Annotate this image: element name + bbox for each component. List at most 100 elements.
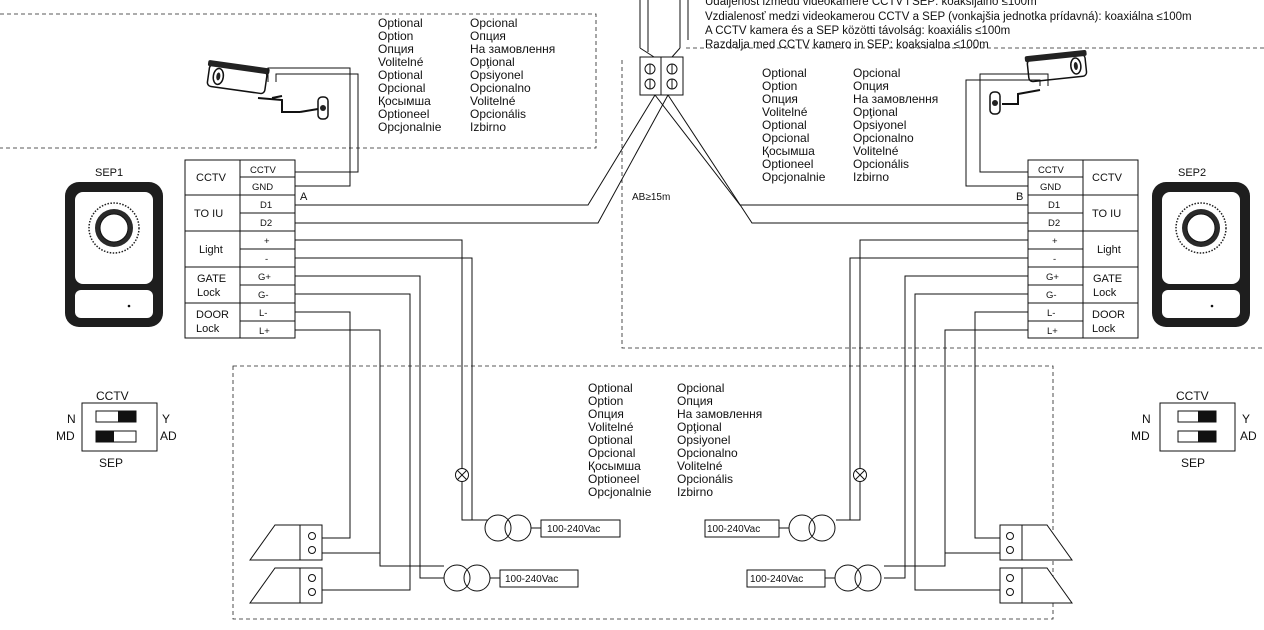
dip-left-footer: SEP (99, 456, 123, 470)
opt-r1-2: Опция (762, 92, 798, 106)
dip-right-y: Y (1242, 412, 1250, 426)
opt-b1-4: Optional (588, 433, 633, 447)
opt-l2-2: На замовлення (470, 42, 555, 56)
optional-col1-left: Optional Option Опция Volitelné Optional… (378, 16, 442, 134)
opt-l2-8: Izbirno (470, 120, 506, 134)
sep2-group-gate-lock: Lock (1093, 287, 1117, 299)
opt-r1-4: Optional (762, 118, 807, 132)
opt-r2-4: Opsiyonel (853, 118, 906, 132)
power-label-right-upper: 100-240Vac (707, 524, 760, 535)
optional-zone-right-camera (621, 60, 1264, 349)
sep1-label: SEP1 (95, 167, 123, 179)
dip-right-footer: SEP (1181, 456, 1205, 470)
sep2-group-door: DOOR (1092, 309, 1125, 321)
sep1-term-g-minus: G- (258, 290, 269, 301)
dip-right-title: CCTV (1176, 389, 1209, 403)
opt-b2-5: Opcionalno (677, 446, 738, 460)
opt-b1-2: Опция (588, 407, 624, 421)
transformer-lock-right: 100-240Vac (746, 564, 882, 592)
opt-l1-5: Opcional (378, 81, 425, 95)
opt-b2-6: Volitelné (677, 459, 723, 473)
opt-l2-4: Opsiyonel (470, 68, 523, 82)
dip-right-ad: AD (1240, 429, 1257, 443)
opt-r1-1: Option (762, 79, 797, 93)
cctv-camera-left (206, 60, 359, 187)
opt-l1-2: Опция (378, 42, 414, 56)
dip-left-n: N (67, 412, 76, 426)
optional-zone-locks (232, 365, 1054, 620)
opt-l2-0: Opcional (470, 16, 517, 30)
dip-left-ad: AD (160, 429, 177, 443)
opt-b2-0: Opcional (677, 381, 724, 395)
note-line-1: Udaljenost između videokamere CCTV i SEP… (705, 0, 1037, 8)
dip-right-md: MD (1131, 429, 1150, 443)
opt-b2-4: Opsiyonel (677, 433, 730, 447)
sep2-term-l-plus: L+ (1047, 326, 1058, 337)
opt-b2-3: Opţional (677, 420, 722, 434)
opt-b2-7: Opcionális (677, 472, 733, 486)
sep2-group-to-iu: TO IU (1092, 208, 1121, 220)
lamp-right (853, 468, 867, 482)
opt-r1-7: Optioneel (762, 157, 813, 171)
dip-switch-left: CCTV SEP N MD Y AD (56, 389, 177, 470)
sep2-term-g-plus: G+ (1046, 272, 1059, 283)
opt-l2-6: Volitelné (470, 94, 516, 108)
sep1-term-minus: - (265, 254, 268, 265)
power-label-left-upper: 100-240Vac (547, 524, 600, 535)
opt-l2-3: Opţional (470, 55, 515, 69)
opt-r2-3: Opţional (853, 105, 898, 119)
sep1-group-light: Light (199, 244, 223, 256)
opt-r1-0: Optional (762, 66, 807, 80)
distance-label: AB≥15m (632, 192, 670, 203)
optional-list-bottom: Optional Option Опция Volitelné Optional… (588, 381, 762, 499)
transformer-lock-left: 100-240Vac (443, 564, 579, 592)
transformer-light-right: 100-240Vac (704, 514, 836, 542)
sep2-term-d1: D1 (1048, 200, 1060, 211)
sep2-group-door-lock: Lock (1092, 323, 1116, 335)
sep2-term-d2: D2 (1048, 218, 1060, 229)
sep1-term-gnd: GND (252, 182, 273, 193)
opt-l2-5: Opcionalno (470, 81, 531, 95)
opt-b1-1: Option (588, 394, 623, 408)
opt-r2-7: Opcionális (853, 157, 909, 171)
sep2-label: SEP2 (1178, 167, 1206, 179)
sep1-group-to-iu: TO IU (194, 208, 223, 220)
opt-l1-1: Option (378, 29, 413, 43)
optional-col2-bottom: Opcional Опция На замовлення Opţional Op… (677, 381, 762, 499)
opt-b1-8: Opcjonalnie (588, 485, 652, 499)
sep1-group-gate-lock: Lock (197, 287, 221, 299)
opt-r2-5: Opcionalno (853, 131, 914, 145)
door-lock-right (999, 524, 1073, 561)
optional-col1-right: Optional Option Опция Volitelné Optional… (762, 66, 826, 184)
sep1-group-door: DOOR (196, 309, 229, 321)
note-line-4: Razdalja med CCTV kamero in SEP: koaksia… (705, 39, 989, 51)
sep2-group-gate: GATE (1093, 273, 1122, 285)
sep1-door-station: SEP1 (65, 167, 163, 327)
cctv-camera-right (965, 50, 1088, 187)
opt-b2-1: Опция (677, 394, 713, 408)
dip-switch-right: CCTV SEP N MD Y AD (1131, 389, 1257, 470)
opt-r2-8: Izbirno (853, 170, 889, 184)
opt-l1-8: Opcjonalnie (378, 120, 442, 134)
opt-l1-3: Volitelné (378, 55, 424, 69)
bus-label-a: A (300, 191, 308, 203)
optional-list-left: Optional Option Опция Volitelné Optional… (378, 16, 555, 134)
opt-l1-6: Қосымша (378, 94, 431, 108)
opt-r2-2: На замовлення (853, 92, 938, 106)
sep1-term-d2: D2 (260, 218, 272, 229)
door-lock-left (249, 524, 323, 561)
note-line-3: A CCTV kamera és a SEP közötti távolság:… (705, 25, 1010, 37)
sep1-group-cctv: CCTV (196, 172, 227, 184)
dip-left-y: Y (162, 412, 170, 426)
sep1-term-l-plus: L+ (259, 326, 270, 337)
sep2-term-l-minus: L- (1047, 308, 1055, 319)
sep1-term-l-minus: L- (259, 308, 267, 319)
distance-notes: Udaljenost između videokamere CCTV i SEP… (705, 0, 1192, 51)
opt-r2-0: Opcional (853, 66, 900, 80)
opt-b2-2: На замовлення (677, 407, 762, 421)
opt-b1-3: Volitelné (588, 420, 634, 434)
optional-col2-left: Opcional Опция На замовлення Opţional Op… (470, 16, 555, 134)
sep2-terminal-block: CCTV TO IU Light GATE Lock DOOR Lock CCT… (1027, 159, 1139, 339)
